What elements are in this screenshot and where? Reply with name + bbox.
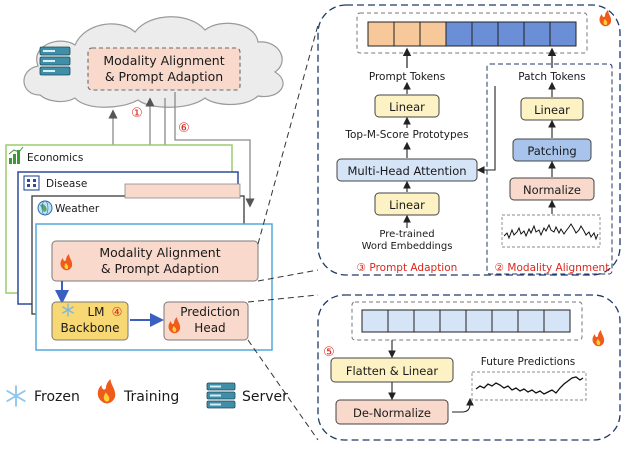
flatten-linear-block: Flatten & Linear — [346, 364, 439, 378]
client-module-line1: Modality Alignment — [99, 245, 220, 260]
step-1-label: ① — [131, 106, 143, 121]
input-time-series — [503, 223, 599, 241]
cloud-module-line1: Modality Alignment — [103, 53, 224, 68]
lm-label-line1: LM — [87, 305, 104, 319]
server-icon — [206, 382, 236, 409]
client-module-shadow — [124, 183, 241, 199]
detail-panel-bottom: ⑤ Flatten & Linear De-Normalize Future P… — [317, 294, 621, 441]
fire-icon — [599, 10, 612, 27]
modality-alignment-caption: ② Modality Alignment — [495, 262, 610, 274]
step-4-label: ④ — [112, 305, 123, 319]
zoom-lines — [247, 24, 319, 441]
token-bar — [367, 21, 577, 47]
head-label-line2: Head — [194, 321, 225, 335]
fire-icon — [97, 379, 116, 404]
step-6-label: ⑥ — [178, 121, 190, 136]
disease-label: Disease — [46, 178, 87, 190]
client-main-panel: Modality Alignment & Prompt Adaption LM … — [35, 223, 273, 351]
top-m-prototypes-label: Top-M-Score Prototypes — [344, 129, 468, 141]
cloud-module-box: Modality Alignment & Prompt Adaption — [87, 47, 241, 91]
step-5-label: ⑤ — [323, 345, 335, 360]
legend-frozen: Frozen — [34, 389, 80, 405]
fire-icon — [60, 254, 73, 271]
head-label-line1: Prediction — [180, 305, 240, 319]
detail-panel-top: Prompt Tokens Linear Top-M-Score Prototy… — [317, 4, 621, 276]
patch-tokens-label: Patch Tokens — [518, 71, 586, 83]
legend: Frozen Training Server — [6, 379, 288, 409]
prompt-adaption-caption: ③ Prompt Adaption — [357, 262, 458, 274]
normalize-block: Normalize — [523, 183, 581, 197]
future-predictions-label: Future Predictions — [481, 356, 575, 368]
cloud-module-line2: & Prompt Adaption — [105, 69, 223, 84]
de-normalize-block: De-Normalize — [353, 406, 431, 420]
prompt-tokens-label: Prompt Tokens — [369, 71, 445, 83]
client-module-line2: & Prompt Adaption — [101, 261, 219, 276]
pretrained-line1: Pre-trained — [379, 229, 434, 240]
globe-icon — [37, 200, 53, 216]
future-prediction-series — [475, 376, 584, 395]
multi-head-attention: Multi-Head Attention — [347, 164, 466, 178]
legend-server: Server — [242, 389, 288, 405]
hospital-icon — [23, 175, 40, 191]
economics-label: Economics — [27, 152, 83, 164]
snowflake-icon — [6, 385, 26, 407]
bar-chart-icon — [8, 146, 24, 164]
pretrained-line2: Word Embeddings — [362, 241, 453, 252]
weather-label: Weather — [55, 203, 100, 215]
fire-icon — [168, 317, 181, 334]
patching-block: Patching — [527, 144, 576, 158]
server-icon — [39, 46, 71, 76]
modality-linear: Linear — [534, 103, 570, 117]
legend-training: Training — [123, 389, 179, 405]
prompt-linear-bottom: Linear — [389, 198, 425, 212]
snowflake-icon — [62, 303, 74, 317]
output-token-bar — [361, 309, 571, 333]
prompt-linear-top: Linear — [389, 100, 425, 114]
fire-icon — [592, 330, 605, 347]
lm-label-line2: Backbone — [60, 321, 119, 335]
